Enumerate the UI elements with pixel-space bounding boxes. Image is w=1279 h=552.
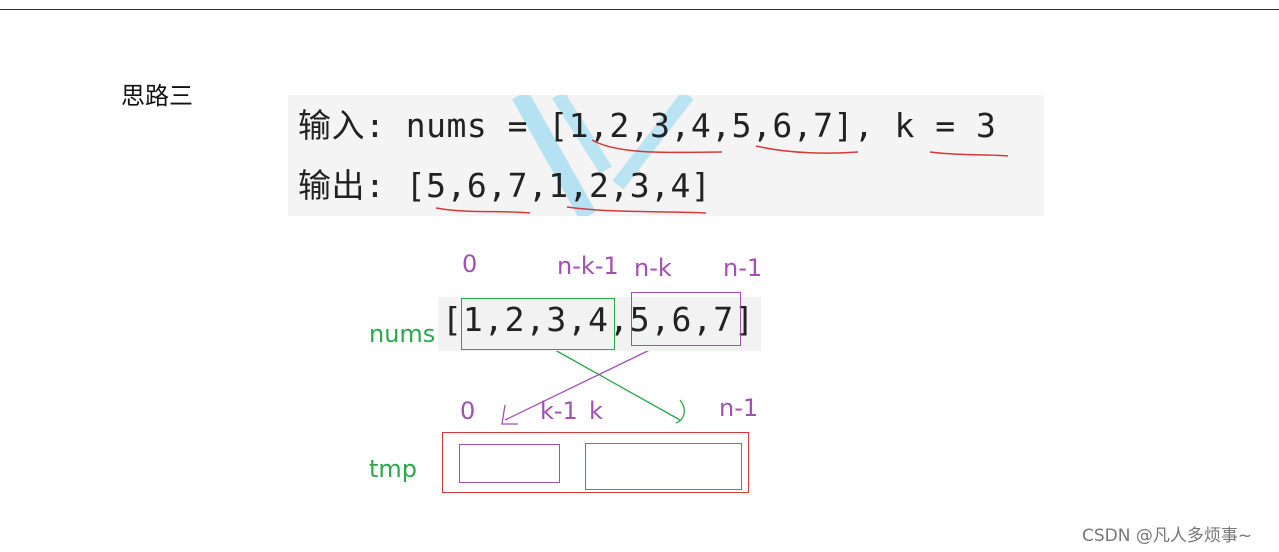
nums-first-part-box xyxy=(461,298,615,350)
tmp-index-n-1: n-1 xyxy=(719,394,759,422)
example-output-line: 输出: [5,6,7,1,2,3,4] xyxy=(298,166,712,205)
section-title: 思路三 xyxy=(121,82,193,110)
underline-5-7 xyxy=(755,145,859,154)
nums-array-background xyxy=(438,297,761,351)
example-code-block: 输入: nums = [1,2,3,4,5,6,7], k = 3 输出: [5… xyxy=(288,95,1044,216)
tmp-index-k: k xyxy=(589,397,603,425)
tmp-rest-slot xyxy=(585,443,742,490)
nums-last-k-box xyxy=(631,292,741,346)
tmp-label: tmp xyxy=(369,455,418,483)
watermark: CSDN @凡人多烦事~ xyxy=(1082,526,1253,546)
nums-index-n-k-1: n-k-1 xyxy=(557,252,619,280)
nums-label: nums xyxy=(369,320,436,348)
purple-arrow xyxy=(504,344,661,421)
underline-1-4 xyxy=(591,139,723,154)
green-arrow-head xyxy=(675,399,686,424)
nums-index-n-1: n-1 xyxy=(723,254,763,282)
nums-index-0: 0 xyxy=(462,250,478,278)
example-input-line: 输入: nums = [1,2,3,4,5,6,7], k = 3 xyxy=(298,106,997,145)
green-arrow xyxy=(554,349,681,421)
purple-arrow-head xyxy=(501,404,518,425)
underline-out-1-4 xyxy=(566,206,707,214)
highlighter-strokes xyxy=(512,95,694,216)
tmp-array-box xyxy=(442,432,749,493)
underline-out-5-7 xyxy=(435,207,531,214)
tmp-index-k-1: k-1 xyxy=(540,397,578,425)
top-divider xyxy=(0,9,1279,10)
nums-index-n-k: n-k xyxy=(634,254,672,282)
tmp-first-k-slot xyxy=(459,444,560,483)
nums-array: [1,2,3,4,5,6,7] xyxy=(442,300,756,339)
underline-k xyxy=(929,151,1009,157)
tmp-index-0: 0 xyxy=(460,397,476,425)
